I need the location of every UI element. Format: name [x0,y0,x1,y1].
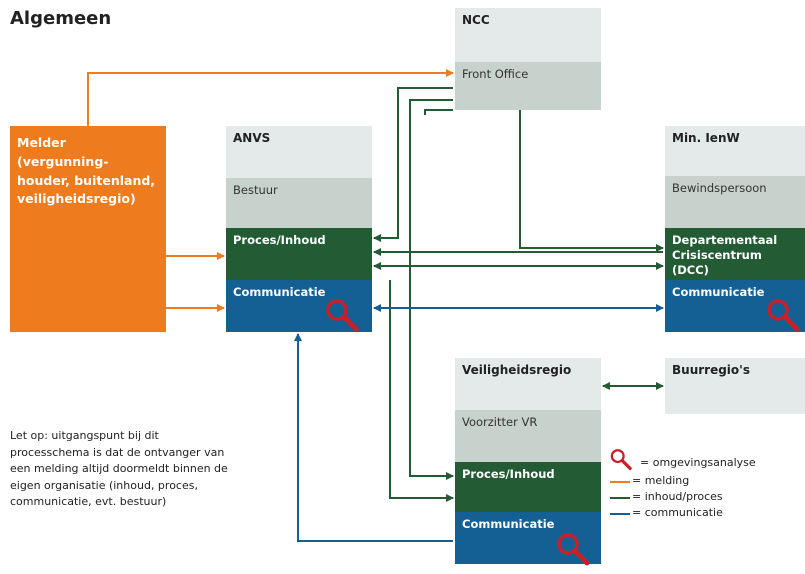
anvs-proces-inhoud: Proces/Inhoud [226,228,372,280]
legend-melding-label: = melding [632,474,690,487]
magnifier-icon [767,299,800,332]
magnifier-icon [610,449,632,471]
inhoud-lines [373,87,664,502]
anvs-title: ANVS [233,131,271,145]
magnifier-icon [326,299,359,332]
communicatie-lines [294,304,664,542]
inhoud-swatch [610,497,630,499]
ncc-box: NCC [455,8,601,62]
melding-swatch [610,481,630,483]
ienw-communicatie: Communicatie [665,280,805,332]
page-title: Algemeen [10,8,112,29]
buurregios-box: Buurregio's [665,358,805,414]
anvs-bestuur: Bestuur [226,178,372,228]
magnifier-icon [557,533,590,566]
communicatie-swatch [610,513,630,515]
melder-label: Melder [17,135,66,150]
buurregios-title: Buurregio's [672,363,750,377]
melder-sub: (vergunning-houder, buitenland, veilighe… [17,153,156,207]
anvs-box: ANVS [226,126,372,178]
melder-box: Melder (vergunning-houder, buitenland, v… [10,126,166,332]
ienw-bewindspersoon: Bewindspersoon [665,176,805,228]
ienw-dcc: Departementaal Crisiscentrum (DCC) [665,228,805,280]
note-text: Let op: uitgangspunt bij dit processchem… [10,429,228,508]
ienw-title: Min. IenW [672,131,740,145]
vr-title: Veiligheidsregio [462,363,572,377]
vr-proces-inhoud: Proces/Inhoud [455,462,601,512]
ncc-title: NCC [462,13,490,27]
ncc-front-office: Front Office [455,62,601,110]
vr-voorzitter: Voorzitter VR [455,410,601,462]
legend-communicatie-label: = communicatie [632,506,723,519]
legend-omgeving-label: = omgevingsanalyse [640,456,756,469]
vr-box: Veiligheidsregio [455,358,601,410]
melding-lines [87,69,454,312]
ienw-box: Min. IenW [665,126,805,176]
legend-inhoud-label: = inhoud/proces [632,490,723,503]
